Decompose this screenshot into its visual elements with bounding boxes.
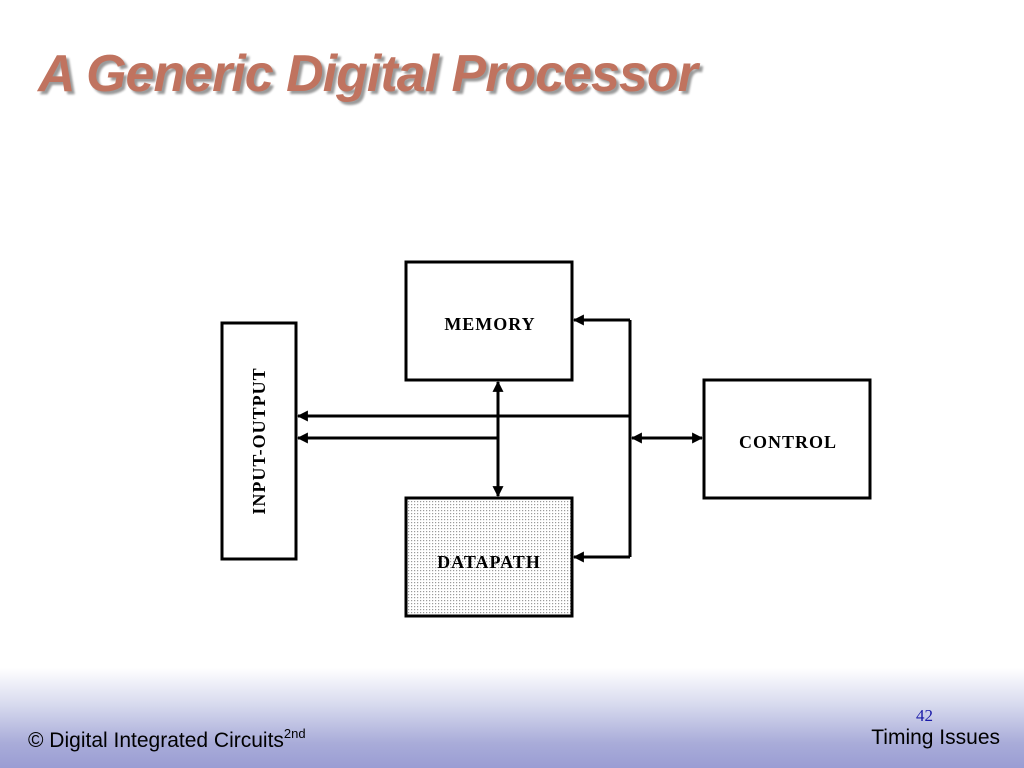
control-block [702, 378, 872, 500]
datapath-block [404, 496, 574, 618]
page-number: 42 [916, 706, 933, 725]
datapath-label: DATAPATH [437, 552, 541, 572]
slide-footer: © Digital Integrated Circuits2nd 42 Timi… [0, 668, 1024, 768]
input-output-label: INPUT-OUTPUT [249, 367, 269, 514]
copyright-text: © Digital Integrated Circuits2nd [28, 726, 306, 753]
input-output-block [220, 321, 298, 561]
edition-superscript: 2nd [283, 726, 306, 741]
slide-title: A Generic Digital Processor [38, 45, 698, 103]
control-label: CONTROL [739, 432, 837, 452]
memory-block [404, 260, 574, 382]
section-title: Timing Issues [871, 726, 1000, 749]
copyright-prefix: © Digital Integrated Circuits [28, 729, 284, 752]
memory-label: MEMORY [444, 314, 535, 334]
